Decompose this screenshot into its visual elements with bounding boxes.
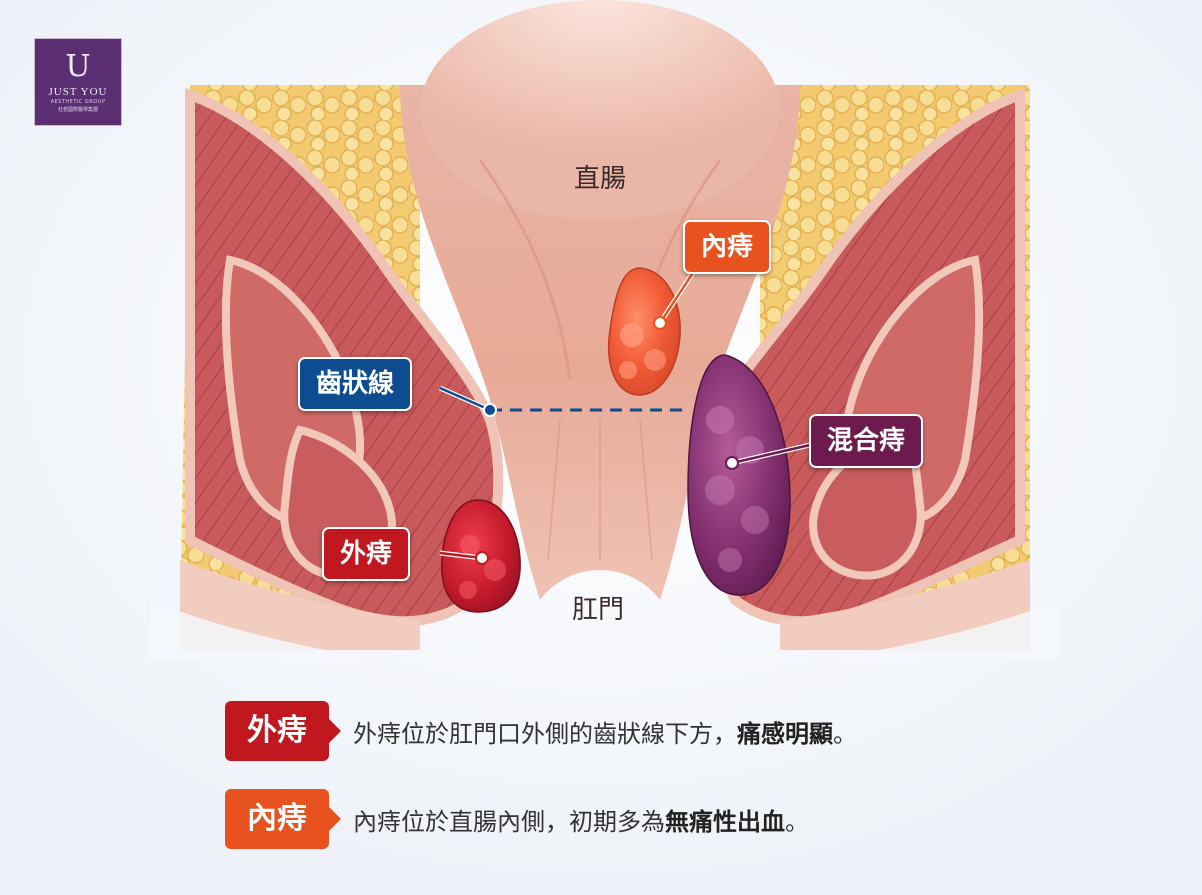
legend-desc-end: 。 <box>833 719 857 748</box>
legend-desc-bold: 痛感明顯 <box>737 719 833 748</box>
legend-desc-internal: 內痔位於直腸內側，初期多為無痛性出血。 <box>353 802 809 837</box>
legend-desc-plain: 外痔位於肛門口外側的齒狀線下方， <box>353 719 737 748</box>
legend-tag-external: 外痔 <box>225 701 341 761</box>
logo-name: JUST YOU <box>48 85 108 98</box>
label-internal-hemorrhoid: 內痔 <box>683 220 772 274</box>
label-external-hemorrhoid: 外痔 <box>322 527 411 581</box>
legend-desc-bold: 無痛性出血 <box>665 807 785 836</box>
legend-external: 外痔 外痔位於肛門口外側的齒狀線下方，痛感明顯。 <box>225 701 857 761</box>
brand-logo: U JUST YOU AESTHETIC GROUP 杜若國際醫學集團 <box>34 38 122 126</box>
logo-tagline: AESTHETIC GROUP <box>50 98 106 105</box>
logo-letter: U <box>65 48 91 84</box>
label-mixed-hemorrhoid: 混合痔 <box>809 414 924 468</box>
legend-desc-plain: 內痔位於直腸內側，初期多為 <box>353 807 665 836</box>
legend-tag-internal: 內痔 <box>225 789 341 849</box>
region-rectum: 直腸 <box>574 164 627 194</box>
legend-internal: 內痔 內痔位於直腸內側，初期多為無痛性出血。 <box>225 789 809 849</box>
logo-chinese: 杜若國際醫學集團 <box>57 106 98 113</box>
legend-desc-end: 。 <box>785 807 809 836</box>
label-dentate-line: 齒狀線 <box>298 357 413 411</box>
region-anus: 肛門 <box>572 595 625 625</box>
legend-desc-external: 外痔位於肛門口外側的齒狀線下方，痛感明顯。 <box>353 714 857 749</box>
